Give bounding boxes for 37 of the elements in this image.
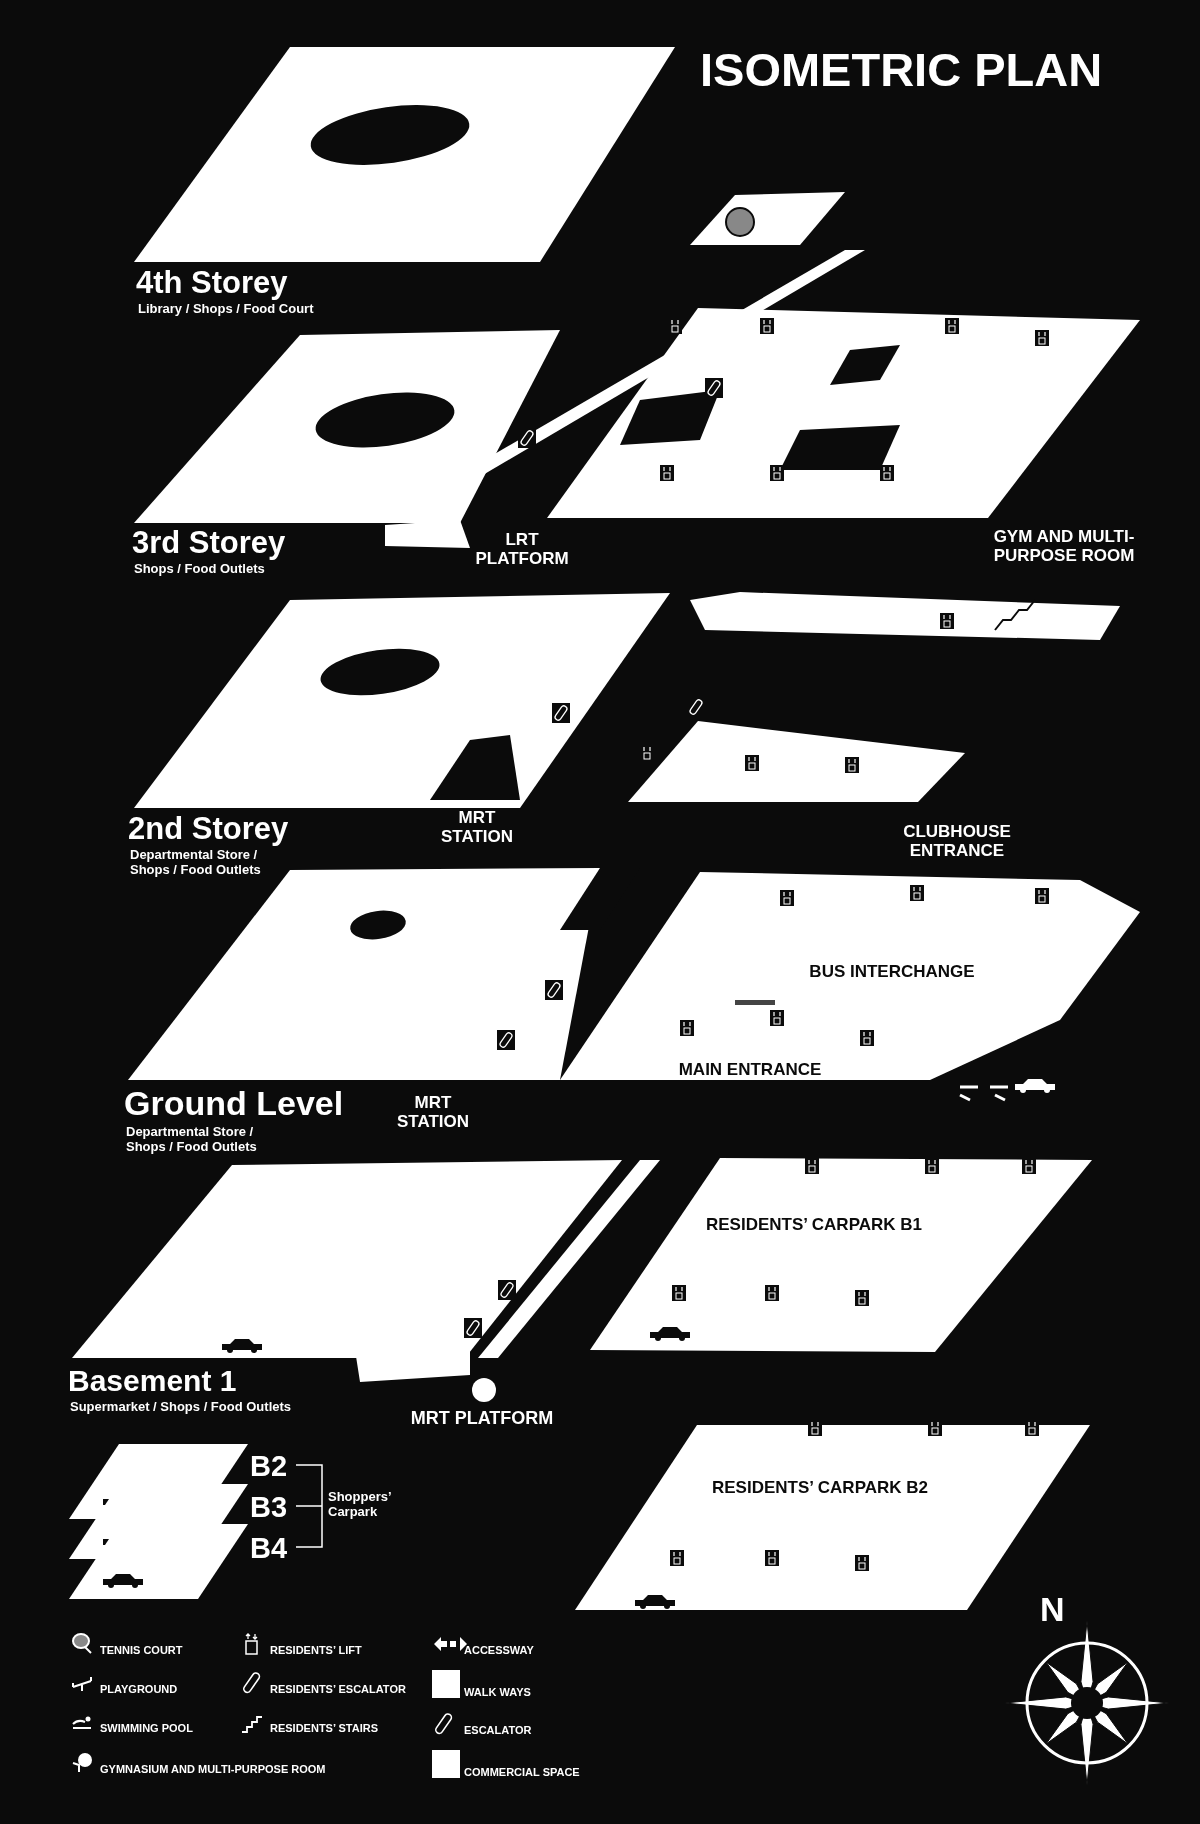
legend-label: TENNIS COURT (100, 1644, 183, 1656)
floor-description: Departmental Store / Shops / Food Outlets (126, 1125, 258, 1155)
legend-label: WALK WAYS (464, 1686, 531, 1698)
place-label: RESIDENTS’ CARPARK B1 (705, 1215, 923, 1235)
place-label: MRT STATION (439, 808, 515, 847)
floor-description: Supermarket / Shops / Food Outlets (70, 1400, 292, 1415)
floor-name: 2nd Storey (128, 812, 289, 847)
place-label: GYM AND MULTI-PURPOSE ROOM (992, 527, 1136, 566)
legend-label: ACCESSWAY (464, 1644, 534, 1656)
compass-north-letter: N (1040, 1590, 1065, 1629)
floor-name: Basement 1 (68, 1364, 237, 1398)
legend-label: GYMNASIUM AND MULTI-PURPOSE ROOM (100, 1763, 326, 1775)
legend-label: COMMERCIAL SPACE (464, 1766, 580, 1778)
place-label: BUS INTERCHANGE (809, 962, 975, 982)
legend-label: RESIDENTS’ ESCALATOR (270, 1683, 406, 1695)
level-label: B3 (250, 1491, 288, 1524)
floor-name: 4th Storey (136, 266, 288, 301)
floor-name: 3rd Storey (132, 526, 286, 561)
floor-name: Ground Level (124, 1084, 344, 1123)
place-label: CLUBHOUSE ENTRANCE (902, 822, 1012, 861)
place-label: MRT PLATFORM (410, 1408, 554, 1429)
place-label: MAIN ENTRANCE (678, 1060, 822, 1080)
floor-description: Library / Shops / Food Court (138, 302, 314, 317)
level-label: B4 (250, 1532, 288, 1565)
floor-description: Shops / Food Outlets (134, 562, 265, 577)
legend-label: RESIDENTS’ STAIRS (270, 1722, 378, 1734)
level-label: B2 (250, 1450, 288, 1483)
carpark-label: Shoppers’ Carpark (328, 1490, 392, 1520)
place-label: RESIDENTS’ CARPARK B2 (711, 1478, 929, 1498)
legend-label: ESCALATOR (464, 1724, 532, 1736)
legend-label: SWIMMING POOL (100, 1722, 193, 1734)
place-label: MRT STATION (395, 1093, 471, 1132)
legend-label: PLAYGROUND (100, 1683, 178, 1695)
legend-label: RESIDENTS’ LIFT (270, 1644, 362, 1656)
floor-description: Departmental Store / Shops / Food Outlets (130, 848, 262, 878)
title: ISOMETRIC PLAN (700, 44, 1103, 97)
place-label: LRT PLATFORM (474, 530, 570, 569)
